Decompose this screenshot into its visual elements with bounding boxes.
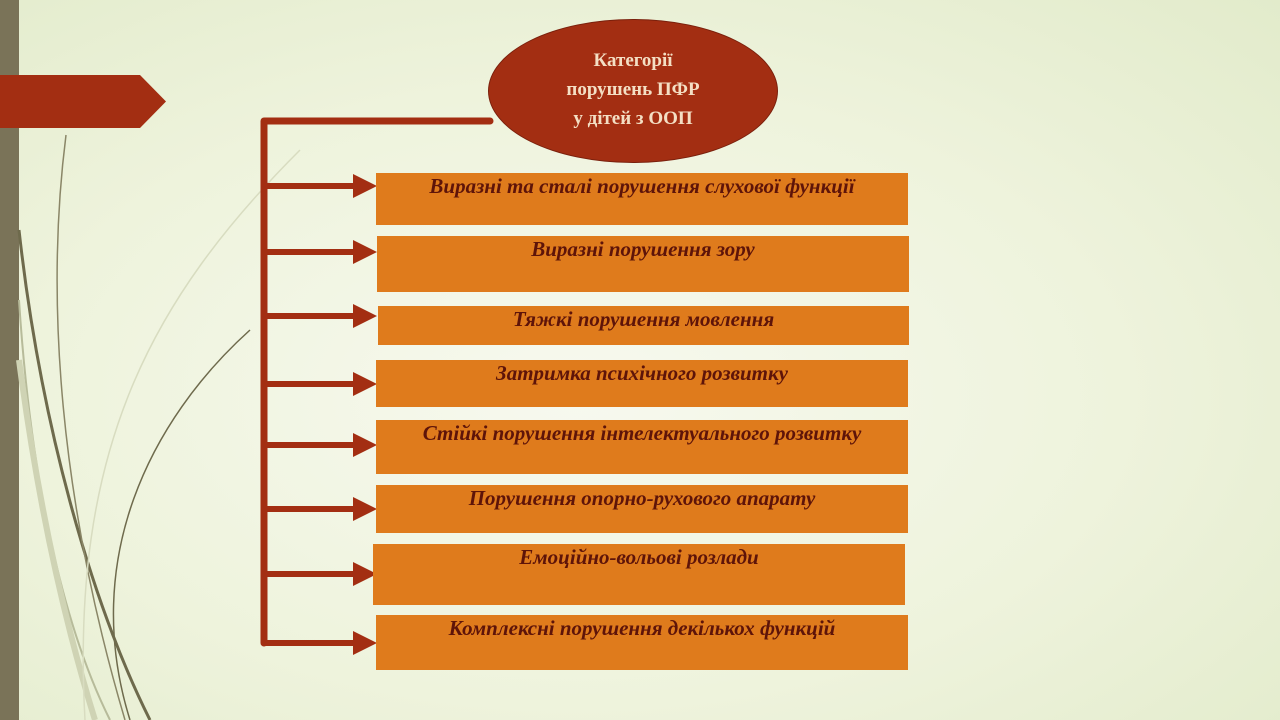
category-label: Виразні та сталі порушення слухової функ… — [429, 174, 855, 198]
category-box-intellectual: Стійкі порушення інтелектуального розвит… — [376, 420, 908, 474]
category-box-musculoskeletal: Порушення опорно-рухового апарату — [376, 485, 908, 533]
category-label: Порушення опорно-рухового апарату — [468, 486, 816, 510]
category-label: Емоційно-вольові розлади — [519, 545, 759, 569]
connector-arrows — [264, 174, 377, 655]
arrowhead-icon — [353, 304, 377, 328]
arrowhead-icon — [353, 240, 377, 264]
category-box-speech: Тяжкі порушення мовлення — [378, 306, 909, 345]
arrowhead-icon — [353, 433, 377, 457]
arrowhead-icon — [353, 497, 377, 521]
category-box-vision: Виразні порушення зору — [377, 236, 909, 292]
category-label: Комплексні порушення декількох функцій — [448, 616, 836, 640]
category-box-hearing: Виразні та сталі порушення слухової функ… — [376, 173, 908, 225]
left-side-bar — [0, 0, 19, 720]
diagram-title-ellipse: Категорії порушень ПФР у дітей з ООП — [488, 19, 778, 163]
connector-trunk — [260, 117, 494, 647]
category-label: Виразні порушення зору — [531, 237, 755, 261]
arrowhead-icon — [353, 631, 377, 655]
category-box-emotional: Емоційно-вольові розлади — [373, 544, 905, 605]
title-tab-shape — [0, 75, 166, 128]
arrowhead-icon — [353, 372, 377, 396]
diagram-title: Категорії порушень ПФР у дітей з ООП — [566, 49, 700, 129]
arrowhead-icon — [353, 562, 377, 586]
category-label: Затримка психічного розвитку — [496, 361, 788, 385]
category-label: Тяжкі порушення мовлення — [512, 307, 775, 331]
decorative-swirl-lines — [16, 134, 301, 720]
category-box-complex: Комплексні порушення декількох функцій — [376, 615, 908, 670]
arrowhead-icon — [353, 174, 377, 198]
category-box-mental-delay: Затримка психічного розвитку — [376, 360, 908, 407]
category-label: Стійкі порушення інтелектуального розвит… — [422, 421, 862, 445]
